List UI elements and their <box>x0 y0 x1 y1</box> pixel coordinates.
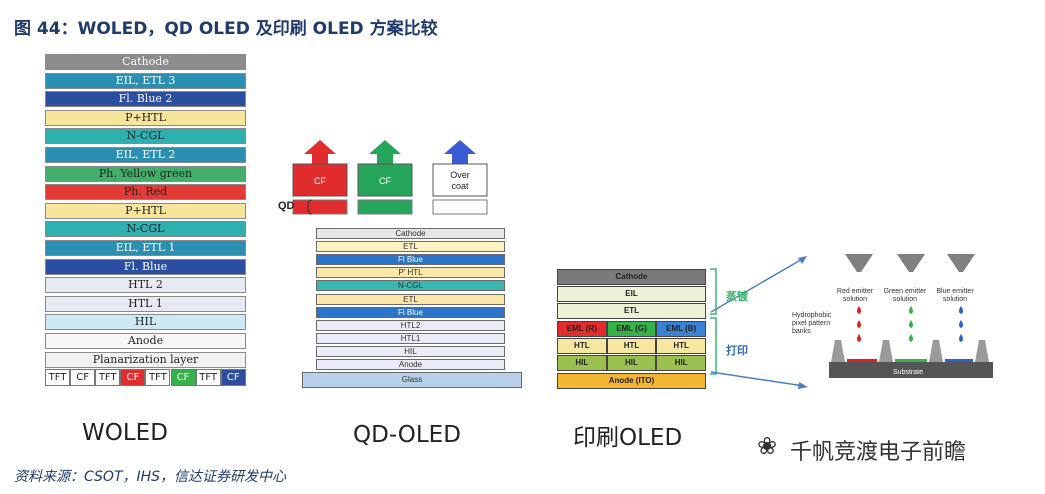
woled-layer: Cathode <box>45 54 246 70</box>
qd-layer <box>357 199 413 215</box>
qd-arrow-1: CF <box>292 140 348 215</box>
arrow-down-head <box>798 382 808 389</box>
qdoled-layer: Fl Blue <box>316 254 505 266</box>
qdoled-layer: Cathode <box>316 228 505 239</box>
arrow-up-line <box>710 257 805 313</box>
arrow-down-line <box>710 371 805 387</box>
woled-layer: Fl. Blue <box>45 258 246 275</box>
pixel-red <box>847 359 877 362</box>
qdoled-layer: Anode <box>316 359 505 370</box>
qdoled-layer: ETL <box>316 241 505 253</box>
droplets-blue <box>959 306 963 342</box>
printed-cathode: Cathode <box>557 269 706 285</box>
watermark: 千帆竞渡电子前瞻 <box>790 440 967 465</box>
tft-cell: TFT <box>145 369 171 386</box>
printed-hil: HIL <box>656 355 706 371</box>
cf-cell: CF <box>70 369 96 386</box>
qdoled-layer: HTL1 <box>316 332 505 344</box>
printed-hil: HIL <box>557 355 607 371</box>
printed-hil: HIL <box>606 355 657 371</box>
qd-label: QD <box>278 200 295 212</box>
bracket-top-label: 蒸镀 <box>726 290 748 303</box>
qdoled-layer: P' HTL <box>316 267 505 279</box>
droplets-green <box>909 306 913 342</box>
printed-htl: HTL <box>656 338 706 354</box>
woled-layer: HTL 2 <box>45 277 246 294</box>
woled-layer: Planarization layer <box>45 351 246 368</box>
printed-eml: EML (R) <box>557 321 607 337</box>
arrow-up-head <box>798 256 807 264</box>
cf-cell: CF <box>170 369 196 386</box>
qd-box-label: CF <box>379 176 391 186</box>
label-banks: Hydrophobic pixel pattern banks <box>792 312 832 335</box>
woled-layer: EIL, ETL 3 <box>45 72 246 89</box>
droplets-red <box>857 306 861 342</box>
woled-caption: WOLED <box>82 420 168 446</box>
woled-layer: N-CGL <box>45 221 246 238</box>
woled-layer: HTL 1 <box>45 295 246 312</box>
woled-layer: P+HTL <box>45 202 246 219</box>
qdoled-layer: Fl Blue <box>316 306 505 318</box>
label-red-solution: Red emitter solution <box>836 288 874 303</box>
label-substrate: Substrate <box>893 369 923 376</box>
qdoled-caption: QD-OLED <box>353 422 461 448</box>
woled-layer: EIL, ETL 1 <box>45 240 246 256</box>
bracket-top-line <box>710 268 717 315</box>
tft-cell: TFT <box>195 369 221 386</box>
printed-htl: HTL <box>606 338 657 354</box>
woled-layer: HIL <box>45 314 246 331</box>
substrate <box>829 362 993 378</box>
printed-eml: EML (G) <box>606 321 657 337</box>
woled-layer: P+HTL <box>45 109 246 126</box>
bracket-bottom-label: 打印 <box>726 344 748 357</box>
label-blue-solution: Blue emitter solution <box>936 288 974 303</box>
printed-eil: EIL <box>557 286 706 302</box>
printed-htl: HTL <box>557 338 607 354</box>
pixel-blue <box>945 359 973 362</box>
cf-cell: CF <box>120 369 146 386</box>
printed-caption: 印刷OLED <box>573 425 683 451</box>
inkjet-illustration <box>829 254 993 378</box>
woled-layer: EIL, ETL 2 <box>45 147 246 163</box>
woled-layer: Ph. Yellow green <box>45 165 246 182</box>
tft-cell: TFT <box>45 369 71 386</box>
label-green-solution: Green emitter solution <box>883 288 927 303</box>
printed-anode: Anode (ITO) <box>557 373 706 389</box>
qdoled-layer: ETL <box>316 293 505 305</box>
tft-cell: TFT <box>95 369 121 386</box>
printed-etl: ETL <box>557 303 706 319</box>
cf-cell: CF <box>220 369 246 386</box>
qd-arrow-2: CF <box>357 140 413 215</box>
nozzle-blue <box>947 254 975 272</box>
bracket-bottom-line <box>710 317 717 375</box>
nozzle-red <box>845 254 873 272</box>
printed-eml: EML (B) <box>656 321 706 337</box>
nozzle-green <box>897 254 925 272</box>
printed-bracket-svg <box>710 256 808 389</box>
qd-brace <box>307 199 313 215</box>
source-note: 资料来源：CSOT，IHS，信达证券研发中心 <box>14 469 287 485</box>
qdoled-layer: HIL <box>316 345 505 357</box>
pixel-banks <box>831 340 989 362</box>
qd-layer <box>432 199 488 215</box>
woled-layer: N-CGL <box>45 128 246 145</box>
qdoled-layer: Glass <box>302 372 522 388</box>
qd-box-label: CF <box>314 176 326 186</box>
pixel-green <box>895 359 927 362</box>
qdoled-layer: N-CGL <box>316 280 505 292</box>
figure-title: 图 44：WOLED，QD OLED 及印刷 OLED 方案比较 <box>14 19 438 39</box>
woled-layer: Fl. Blue 2 <box>45 91 246 108</box>
woled-layer: Ph. Red <box>45 184 246 201</box>
qd-layer <box>292 199 348 215</box>
qdoled-layer: HTL2 <box>316 319 505 331</box>
woled-layer: Anode <box>45 333 246 349</box>
wechat-icon: ❀ <box>757 432 778 460</box>
